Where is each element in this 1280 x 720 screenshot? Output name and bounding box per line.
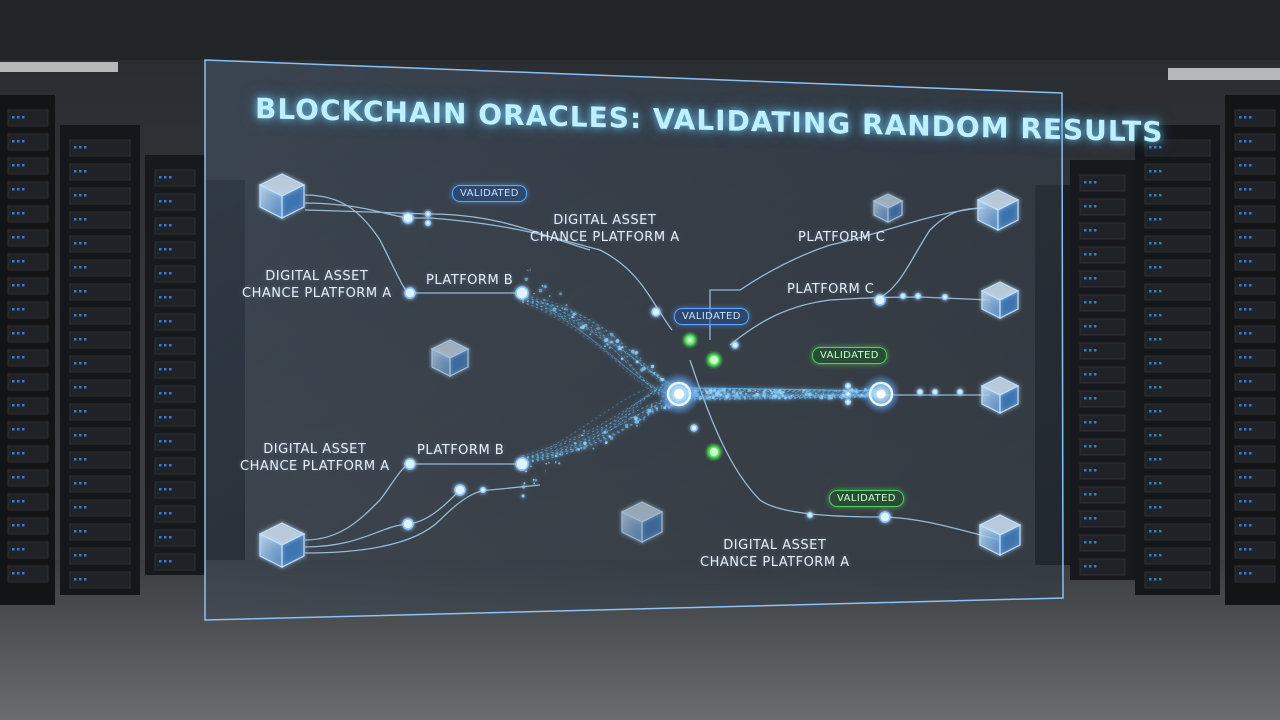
label-line: CHANCE PLATFORM A — [242, 286, 392, 301]
label-line: CHANCE PLATFORM A — [240, 459, 390, 474]
label-platform-c-mid: PLATFORM C — [787, 282, 875, 297]
validated-badge: VALIDATED — [812, 347, 887, 364]
rack-leds — [7, 109, 1276, 589]
circuit-nodes — [402, 210, 964, 530]
label-line: CHANCE PLATFORM A — [530, 230, 680, 245]
central-hub-right — [861, 374, 901, 414]
hologram-panel — [204, 59, 1064, 621]
label-line: DIGITAL ASSET — [723, 538, 827, 553]
label-bottom-left: DIGITAL ASSET CHANCE PLATFORM A — [240, 441, 390, 475]
label-platform-c-top: PLATFORM C — [798, 230, 886, 245]
label-platform-b-bottom: PLATFORM B — [417, 443, 505, 458]
label-platform-b-top: PLATFORM B — [426, 273, 514, 288]
cubes — [258, 173, 1022, 568]
label-top-center: DIGITAL ASSET CHANCE PLATFORM A — [530, 212, 680, 246]
central-hub-left — [657, 372, 701, 416]
validation-dots-green — [681, 331, 724, 462]
label-line: DIGITAL ASSET — [265, 269, 369, 284]
label-line: DIGITAL ASSET — [263, 442, 367, 457]
validated-badge: VALIDATED — [674, 308, 749, 325]
label-line: CHANCE PLATFORM A — [700, 555, 850, 570]
validated-badge: VALIDATED — [452, 185, 527, 202]
label-line: DIGITAL ASSET — [553, 213, 657, 228]
label-bottom-right: DIGITAL ASSET CHANCE PLATFORM A — [700, 537, 850, 571]
label-top-left: DIGITAL ASSET CHANCE PLATFORM A — [242, 268, 392, 302]
validated-badge: VALIDATED — [829, 490, 904, 507]
